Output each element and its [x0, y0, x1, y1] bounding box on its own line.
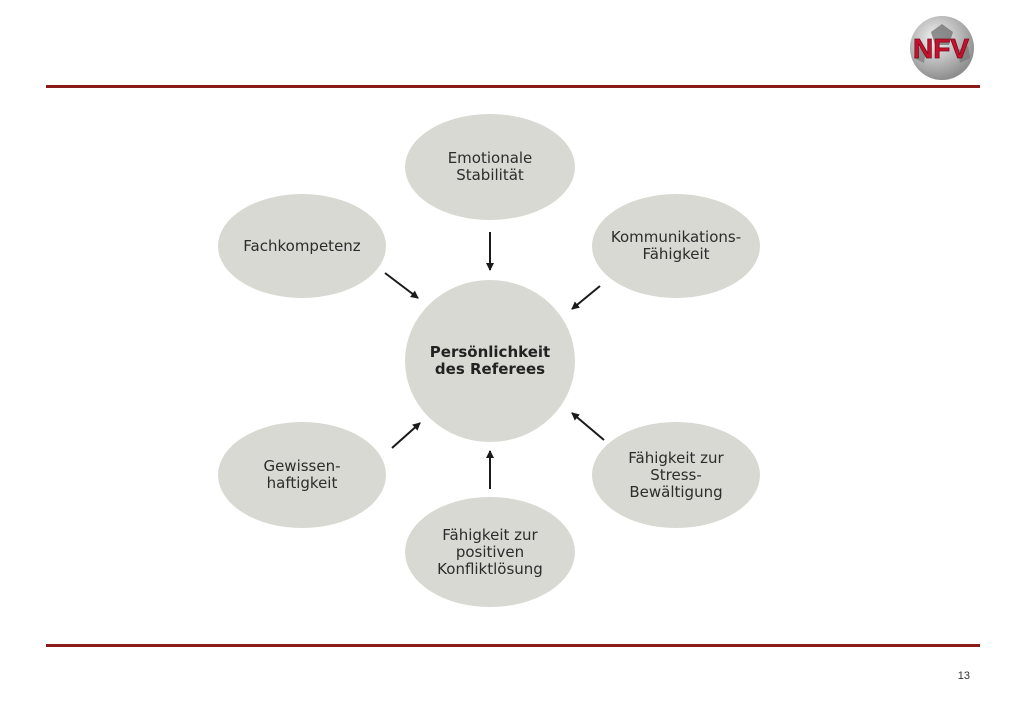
arrow-from-bottom-left	[391, 422, 421, 449]
node-stressbewaeltigung: Fähigkeit zur Stress- Bewältigung	[592, 422, 760, 528]
node-kommunikationsfaehigkeit: Kommunikations- Fähigkeit	[592, 194, 760, 298]
logo-text: NFV	[913, 33, 969, 64]
footer-rule	[46, 644, 980, 647]
node-persoenlichkeit-des-referees: Persönlichkeit des Referees	[405, 280, 575, 442]
node-gewissenhaftigkeit: Gewissen- haftigkeit	[218, 422, 386, 528]
node-emotionale-stabilitaet: Emotionale Stabilität	[405, 114, 575, 220]
arrow-from-top-left	[384, 272, 419, 299]
page-number: 13	[957, 670, 970, 682]
football-icon	[910, 16, 974, 80]
arrow-from-bottom-right	[571, 412, 605, 441]
node-konfliktloesung: Fähigkeit zur positiven Konfliktlösung	[405, 497, 575, 607]
nfv-logo: NFV	[910, 16, 974, 80]
header-rule	[46, 85, 980, 88]
arrow-from-top-right	[571, 285, 601, 310]
node-fachkompetenz: Fachkompetenz	[218, 194, 386, 298]
